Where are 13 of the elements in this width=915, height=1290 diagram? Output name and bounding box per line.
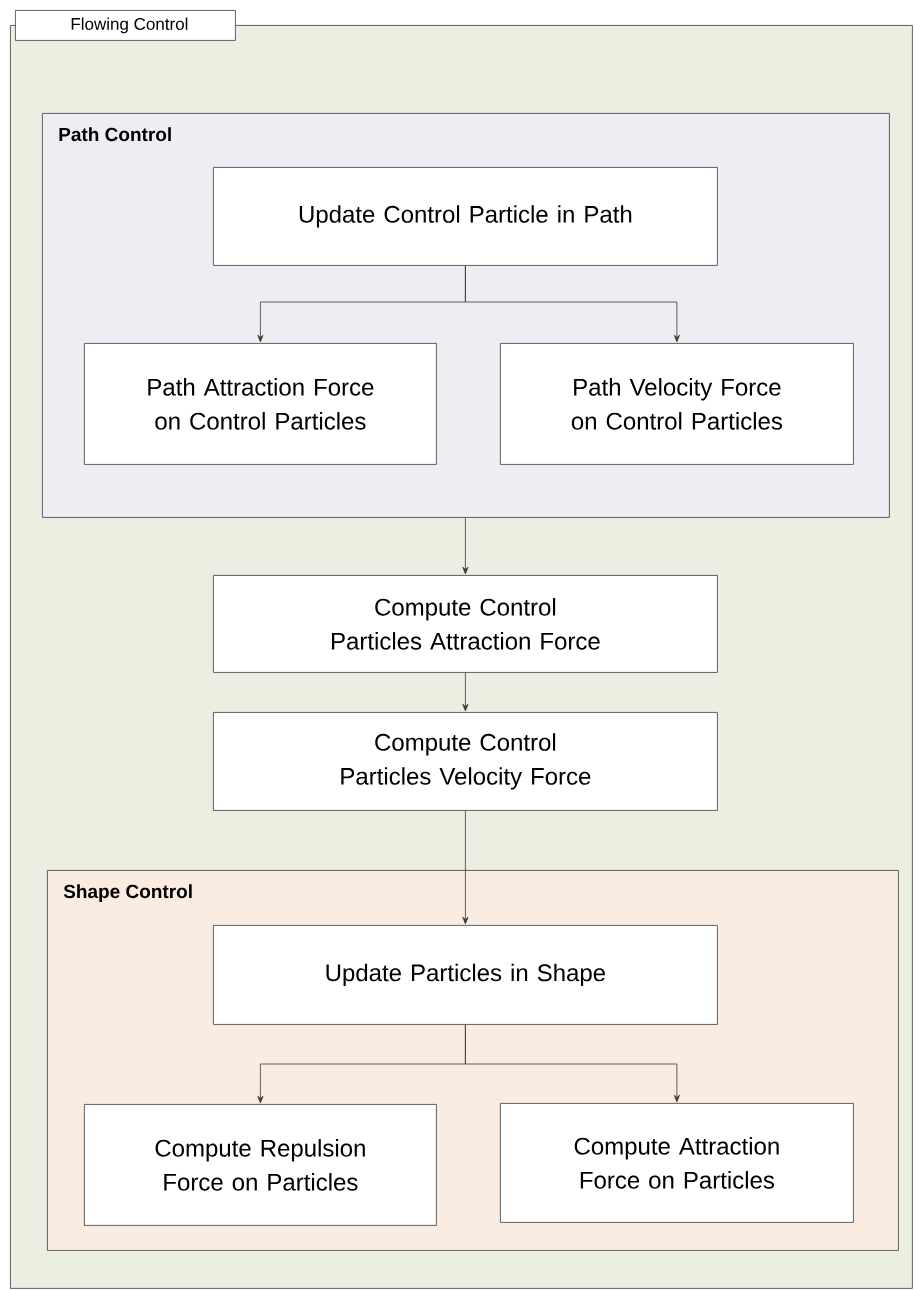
process-box: Compute Repulsion Force on Particles bbox=[84, 1104, 437, 1226]
process-box: Update Control Particle in Path bbox=[213, 167, 718, 266]
arrow bbox=[465, 265, 680, 343]
process-box: Compute Control Particles Attraction Force bbox=[213, 575, 718, 673]
process-box: Path Attraction Force on Control Particles bbox=[84, 343, 437, 465]
arrow bbox=[462, 810, 469, 925]
arrow bbox=[462, 517, 469, 575]
process-box: Compute Attraction Force on Particles bbox=[500, 1103, 854, 1223]
process-box: Compute Control Particles Velocity Force bbox=[213, 712, 718, 811]
process-box: Update Particles in Shape bbox=[213, 925, 718, 1025]
arrow bbox=[465, 1024, 680, 1103]
process-box: Path Velocity Force on Control Particles bbox=[500, 343, 854, 465]
arrow bbox=[462, 672, 469, 712]
